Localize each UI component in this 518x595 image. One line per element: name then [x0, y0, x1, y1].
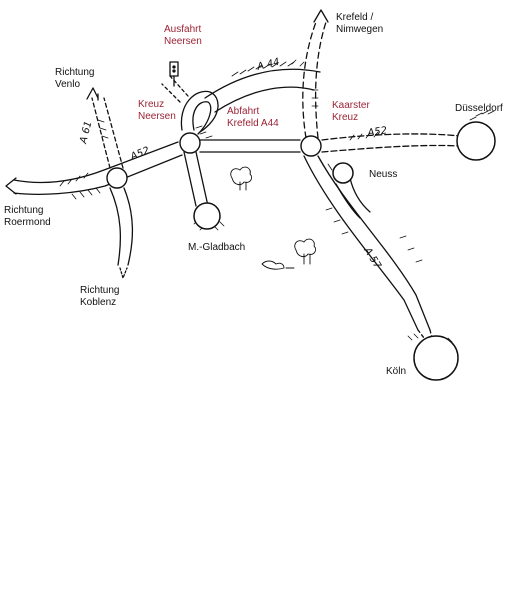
a44-road [204, 68, 321, 113]
arrow-venlo-icon [86, 87, 99, 100]
a61-south-road [109, 187, 134, 279]
label-ausfahrt-neersen: Ausfahrt Neersen [164, 24, 202, 47]
road-label-a52-east: A52 [366, 125, 388, 139]
label-duesseldorf: Düsseldorf [455, 103, 503, 114]
city-koeln [413, 335, 459, 381]
neersen-loop-road [161, 75, 219, 135]
label-kreuz-neersen: Kreuz Neersen [138, 99, 176, 122]
label-abfahrt-krefeld: Abfahrt Krefeld A44 [227, 106, 279, 129]
label-venlo: Richtung Venlo [55, 67, 95, 90]
city-gladbach [193, 202, 221, 230]
krefeld-road [302, 9, 329, 139]
label-gladbach: M.-Gladbach [188, 242, 246, 253]
city-duesseldorf [456, 121, 496, 161]
road-label-a61: A 61 [78, 120, 94, 146]
hatching [59, 59, 495, 343]
a57-road [303, 155, 433, 339]
a61-north-road [86, 87, 124, 169]
road-label-a52-west: A52 [128, 145, 151, 163]
arrow-roermond-icon [5, 177, 17, 195]
gladbach-road [183, 151, 209, 207]
neuss-spur-road [335, 177, 371, 219]
junction-kreuz-neersen [179, 132, 201, 154]
a52-middle-road [199, 139, 301, 153]
label-koeln: Köln [386, 366, 407, 377]
label-roermond: Richtung Roermond [4, 205, 51, 228]
label-neuss: Neuss [369, 169, 398, 180]
city-neuss [332, 162, 354, 184]
junction-viersen [106, 167, 128, 189]
arrow-krefeld-icon [313, 9, 329, 23]
a52-west-road [5, 141, 183, 195]
tree-icon [230, 166, 317, 270]
junction-kaarster-kreuz [300, 135, 322, 157]
label-krefeld: Krefeld / Nimwegen [336, 12, 384, 35]
label-koblenz: Richtung Koblenz [80, 285, 120, 308]
label-kaarster-kreuz: Kaarster Kreuz [332, 100, 370, 123]
a52-east-road [321, 133, 461, 153]
exit-sign-icon [169, 61, 179, 87]
